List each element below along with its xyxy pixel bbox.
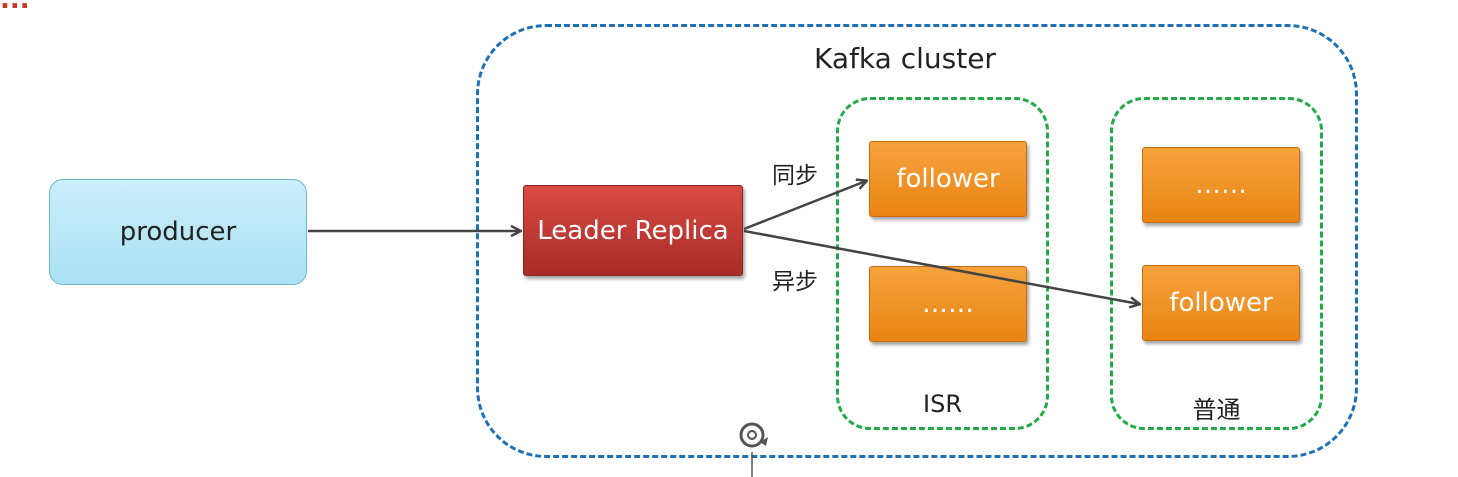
producer-node[interactable]: producer: [49, 179, 307, 285]
normal-other-node[interactable]: ……: [1142, 147, 1300, 223]
isr-group-boundary: [836, 97, 1049, 430]
isr-follower-node[interactable]: follower: [869, 141, 1027, 217]
leader-to-normal-follower-edge: [743, 229, 1139, 304]
normal-group-boundary: [1110, 97, 1323, 430]
leader-to-isr-follower-edge: [743, 181, 866, 231]
isr-group-label: ISR: [923, 390, 962, 418]
normal-follower-node[interactable]: follower: [1142, 265, 1300, 341]
normal-group-label: 普通: [1192, 396, 1241, 424]
async-edge-label: 异步: [772, 269, 818, 295]
sync-edge-label: 同步: [772, 163, 818, 189]
page-title-fragment: ...: [0, 0, 260, 14]
rotate-handle-icon[interactable]: [739, 422, 768, 477]
leader-replica-node[interactable]: Leader Replica: [523, 185, 743, 276]
kafka-cluster-boundary: [476, 24, 1358, 458]
cluster-label: Kafka cluster: [814, 42, 996, 75]
